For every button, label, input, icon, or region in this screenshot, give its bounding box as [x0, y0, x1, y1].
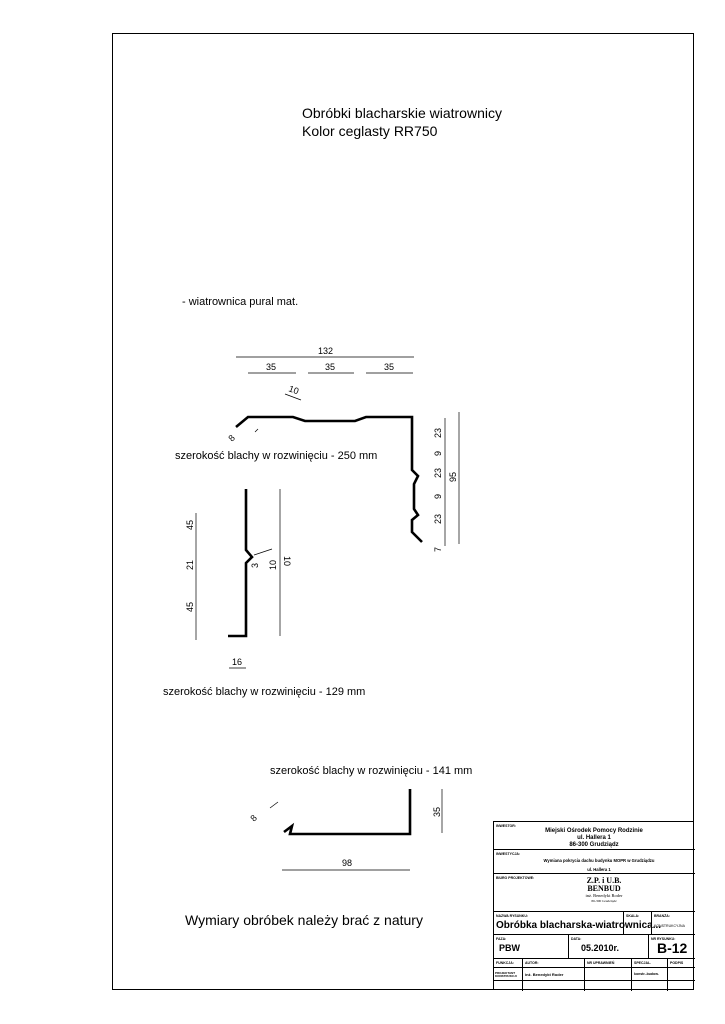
office-label: BIURO PROJEKTOWE: — [496, 876, 535, 880]
dim-p16: 16 — [232, 657, 242, 667]
date-value: 05.2010r. — [581, 943, 620, 953]
office-name: Z.P. i U.B. — [586, 876, 622, 885]
dim-p10a: 10 — [268, 560, 278, 570]
drawing-color: Kolor ceglasty RR750 — [302, 123, 438, 139]
function-label: FUNKCJA: — [496, 961, 514, 965]
dim-v23c: 23 — [433, 514, 443, 524]
dim-p21: 21 — [185, 560, 195, 570]
function-value-row: PROJEKTANT KONSTRUKCJI inż. Benedykt Rod… — [494, 968, 695, 981]
project-label: INWESTYCJA: — [496, 852, 521, 856]
investor-city: 86-300 Grudziądz — [569, 842, 619, 848]
dim-8a: 8 — [226, 433, 237, 444]
branch-value: KONSTRUKCYJNA — [654, 924, 685, 928]
function-header-row: FUNKCJA: AUTOR: NR UPRAWNIEŃ SPECJAL. PO… — [494, 959, 695, 968]
profile-2 — [195, 489, 281, 669]
phase-value: PBW — [499, 943, 520, 953]
investor-cell: INWESTOR: Miejski Ośrodek Pomocy Rodzini… — [494, 822, 695, 850]
dim-p45b: 45 — [185, 602, 195, 612]
dim-10: 10 — [287, 383, 300, 396]
branch-label: BRANŻA: — [654, 914, 670, 918]
profile2-width: szerokość blachy w rozwinięciu - 129 mm — [163, 686, 366, 698]
scale-label: SKALA: — [626, 914, 640, 918]
signature-label: PODPIS — [670, 961, 684, 965]
office-owner: inż. Benedykt Roder — [585, 893, 623, 898]
empty-row — [494, 981, 695, 991]
specialty-value: konstr.-budow. — [634, 972, 659, 976]
dim-35b: 35 — [325, 362, 335, 372]
dim-v23a: 23 — [433, 428, 443, 438]
dim-v9a: 9 — [433, 451, 443, 456]
dim-v23b: 23 — [433, 468, 443, 478]
dim-q35: 35 — [432, 807, 442, 817]
specialty-label: SPECJAL. — [634, 961, 652, 965]
dim-p45a: 45 — [185, 520, 195, 530]
dim-p3: 3 — [250, 563, 260, 568]
dim-35a: 35 — [266, 362, 276, 372]
dim-v95: 95 — [448, 472, 458, 482]
drawing-row: NAZWA RYSUNKU: Obróbka blacharska-wiatro… — [494, 912, 695, 935]
investor-label: INWESTOR: — [496, 824, 516, 828]
profile1-width: szerokość blachy w rozwinięciu - 250 mm — [175, 450, 378, 462]
license-label: NR UPRAWNIEŃ — [587, 961, 615, 965]
date-label: DATA: — [571, 937, 582, 941]
footer-note: Wymiary obróbek należy brać z natury — [185, 912, 423, 928]
drawing-label: NAZWA RYSUNKU: — [496, 914, 529, 918]
dim-132: 132 — [318, 346, 333, 356]
profile-1 — [235, 356, 460, 546]
author-label: AUTOR: — [525, 961, 539, 965]
dim-35c: 35 — [384, 362, 394, 372]
title-block: INWESTOR: Miejski Ośrodek Pomocy Rodzini… — [493, 821, 695, 991]
author-value: inż. Benedykt Roder — [525, 972, 564, 977]
profile-3 — [269, 789, 443, 871]
dim-q8: 8 — [248, 813, 259, 824]
dim-q98: 98 — [342, 858, 352, 868]
function-value: PROJEKTANT KONSTRUKCJI — [495, 971, 517, 979]
drawing-frame — [112, 33, 694, 990]
office-city: 86-300 Grudziądz — [591, 899, 617, 903]
drawing-title: Obróbki blacharskie wiatrownicy — [302, 105, 502, 121]
project-cell: INWESTYCJA: Wymiana pokrycia dachu budyn… — [494, 850, 695, 874]
investor-name: Miejski Ośrodek Pomocy Rodzinie — [545, 828, 643, 834]
office-cell: BIURO PROJEKTOWE: Z.P. i U.B. BENBUD inż… — [494, 874, 695, 912]
sheet-label: NR RYSUNKU: — [651, 937, 676, 941]
material-note: - wiatrownica pural mat. — [182, 296, 299, 308]
dim-p10b: 10 — [282, 556, 292, 566]
profile3-width: szerokość blachy w rozwinięciu - 141 mm — [270, 765, 473, 777]
project-name: Wymiana pokrycia dachu budynku MOPR w Gr… — [543, 858, 655, 863]
drawing-name: Obróbka blacharska-wiatrownica... — [496, 920, 662, 931]
phase-row: FAZA: PBW DATA: 05.2010r. NR RYSUNKU: B-… — [494, 935, 695, 959]
project-street: ul. Hallera 1 — [587, 867, 611, 872]
investor-street: ul. Hallera 1 — [577, 835, 611, 841]
sheet-value: B-12 — [657, 940, 688, 956]
office-company: BENBUD — [587, 884, 621, 893]
dim-v9b: 9 — [433, 494, 443, 499]
phase-label: FAZA: — [496, 937, 507, 941]
dim-v7: 7 — [433, 547, 443, 552]
